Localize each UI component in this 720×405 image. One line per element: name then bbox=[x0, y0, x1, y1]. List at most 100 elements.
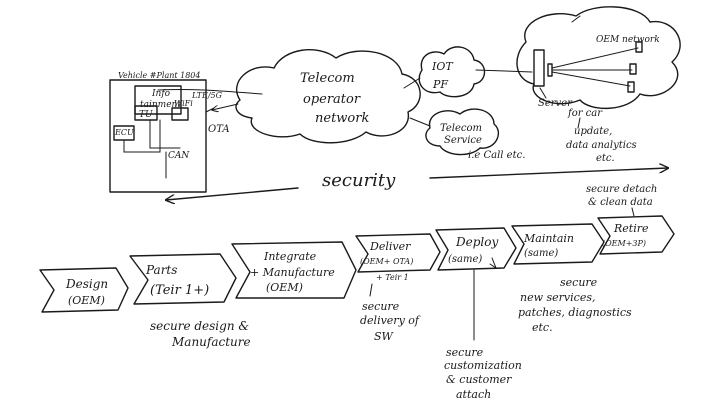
service-note: i.e Call etc. bbox=[468, 150, 525, 161]
stage-parts-label-2: (Teir 1+) bbox=[150, 283, 209, 298]
telecom-cloud-outline bbox=[235, 49, 421, 144]
internal-wire bbox=[149, 119, 181, 149]
oem-node-1 bbox=[635, 41, 643, 53]
telecom-operator-cloud: Telecom operator network bbox=[235, 49, 421, 144]
infotainment-label-2: tainment bbox=[140, 100, 181, 110]
iot-label-2: PF bbox=[432, 78, 448, 91]
deploy-pointer-mark bbox=[489, 257, 498, 270]
note-maintain-1: secure bbox=[560, 276, 598, 289]
stage-retire-shape bbox=[597, 215, 675, 255]
oem-network-label: OEM network bbox=[596, 35, 660, 45]
service-cloud-outline bbox=[425, 108, 499, 156]
oem-node-2 bbox=[629, 63, 637, 75]
stage-deliver-shape bbox=[355, 233, 441, 273]
wifi-label: WiFi bbox=[174, 99, 193, 108]
telecom-label-1: Telecom bbox=[300, 71, 355, 86]
stage-deliver-label-3: + Teir 1 bbox=[376, 273, 409, 282]
oem-cloud-outline bbox=[516, 6, 681, 110]
stage-integrate: Integrate + Manufacture (OEM) bbox=[231, 241, 357, 299]
can-bus-line bbox=[123, 119, 161, 153]
can-label: CAN bbox=[168, 151, 190, 161]
retire-note-1: secure detach bbox=[586, 184, 657, 195]
iot-server-link bbox=[475, 69, 533, 73]
server-label-1: Server bbox=[538, 98, 573, 109]
ota-arrow bbox=[212, 103, 239, 110]
telecom-label-2: operator bbox=[303, 92, 361, 107]
service-label-2: Service bbox=[444, 135, 482, 146]
telecom-service-cloud: Telecom Service bbox=[425, 108, 499, 156]
stage-retire: Retire (OEM+3P) bbox=[597, 215, 675, 255]
stage-retire-label-2: (OEM+3P) bbox=[602, 239, 646, 248]
stage-design-shape bbox=[39, 267, 129, 313]
oem-network-cloud: OEM network bbox=[516, 6, 681, 110]
note-deliver-3: SW bbox=[374, 330, 395, 343]
stage-design-label-2: (OEM) bbox=[68, 294, 105, 307]
stage-deploy-label-2: (same) bbox=[448, 254, 482, 265]
note-deliver-1: secure bbox=[362, 300, 400, 313]
stage-parts: Parts (Teir 1+) bbox=[129, 253, 237, 305]
stage-maintain-label-1: Maintain bbox=[523, 232, 574, 245]
tu-label: TU bbox=[139, 110, 153, 120]
note-maintain-4: etc. bbox=[532, 321, 553, 334]
retire-note-2: & clean data bbox=[588, 197, 653, 208]
server-rack bbox=[533, 49, 545, 87]
stage-deliver: Deliver (OEM+ OTA) + Teir 1 bbox=[355, 233, 441, 282]
telecom-iot-link bbox=[403, 77, 421, 89]
service-label-1: Telecom bbox=[440, 123, 482, 134]
oem-fanout-1 bbox=[551, 47, 639, 69]
ota-label: OTA bbox=[208, 124, 230, 135]
vehicle-telecom-link bbox=[157, 88, 263, 95]
update-pointer bbox=[577, 117, 581, 129]
stage-maintain-shape bbox=[511, 223, 605, 265]
note-deploy-1: secure bbox=[446, 346, 484, 359]
update-label-2: data analytics bbox=[566, 140, 637, 151]
server-port bbox=[547, 63, 553, 77]
oem-inner-tick bbox=[571, 15, 581, 23]
note-deploy-3: & customer bbox=[446, 373, 512, 386]
security-arrow-left bbox=[166, 187, 299, 200]
oem-node-3 bbox=[627, 81, 635, 93]
note-design-1: secure design & bbox=[150, 319, 249, 333]
iot-platform-cloud: IOT PF bbox=[418, 46, 486, 98]
iot-cloud-outline bbox=[418, 46, 486, 98]
server-label-2: for car bbox=[567, 108, 603, 119]
tu-box bbox=[134, 105, 158, 121]
stage-deploy-shape bbox=[435, 227, 517, 271]
stage-deliver-label-2: (OEM+ OTA) bbox=[360, 257, 413, 266]
stage-retire-label-1: Retire bbox=[613, 222, 649, 235]
stage-design: Design (OEM) bbox=[39, 267, 129, 313]
oem-fanout-3 bbox=[551, 71, 631, 87]
retire-pointer bbox=[631, 207, 635, 217]
security-arrow-right bbox=[429, 168, 668, 179]
vehicle-box: Vehicle #Plant 1804 Info tainment TU WiF… bbox=[109, 71, 239, 193]
note-deliver-2: delivery of bbox=[360, 314, 421, 327]
vehicle-model-label: Vehicle #Plant 1804 bbox=[118, 71, 201, 80]
stage-integrate-shape bbox=[231, 241, 357, 299]
infotainment-label-1: Info bbox=[151, 89, 171, 99]
deliver-pointer bbox=[369, 283, 373, 297]
note-maintain-3: patches, diagnostics bbox=[518, 306, 632, 319]
vehicle-outline bbox=[109, 79, 207, 193]
stage-design-label-1: Design bbox=[65, 277, 108, 291]
stage-deploy-label-1: Deploy bbox=[455, 235, 498, 249]
stage-deploy: Deploy (same) bbox=[435, 227, 517, 271]
update-label-3: etc. bbox=[596, 153, 615, 164]
security-label: security bbox=[322, 170, 396, 191]
iot-label-1: IOT bbox=[431, 60, 454, 73]
note-design-2: Manufacture bbox=[171, 335, 251, 349]
update-label-1: update, bbox=[574, 126, 612, 137]
ecu-label: ECU bbox=[114, 128, 134, 137]
stage-integrate-label-1: Integrate bbox=[263, 250, 317, 263]
stage-integrate-label-2: + Manufacture bbox=[250, 266, 335, 279]
stage-integrate-label-3: (OEM) bbox=[266, 281, 303, 294]
telecom-label-3: network bbox=[315, 111, 369, 126]
stage-parts-label-1: Parts bbox=[145, 263, 177, 277]
infotainment-box bbox=[134, 85, 182, 115]
link-label: LTE/5G bbox=[191, 91, 223, 100]
telecom-service-link bbox=[409, 117, 431, 127]
stage-maintain: Maintain (same) bbox=[511, 223, 605, 265]
wifi-module bbox=[171, 107, 189, 121]
note-maintain-2: new services, bbox=[520, 291, 595, 304]
note-deploy-2: customization bbox=[444, 359, 522, 372]
